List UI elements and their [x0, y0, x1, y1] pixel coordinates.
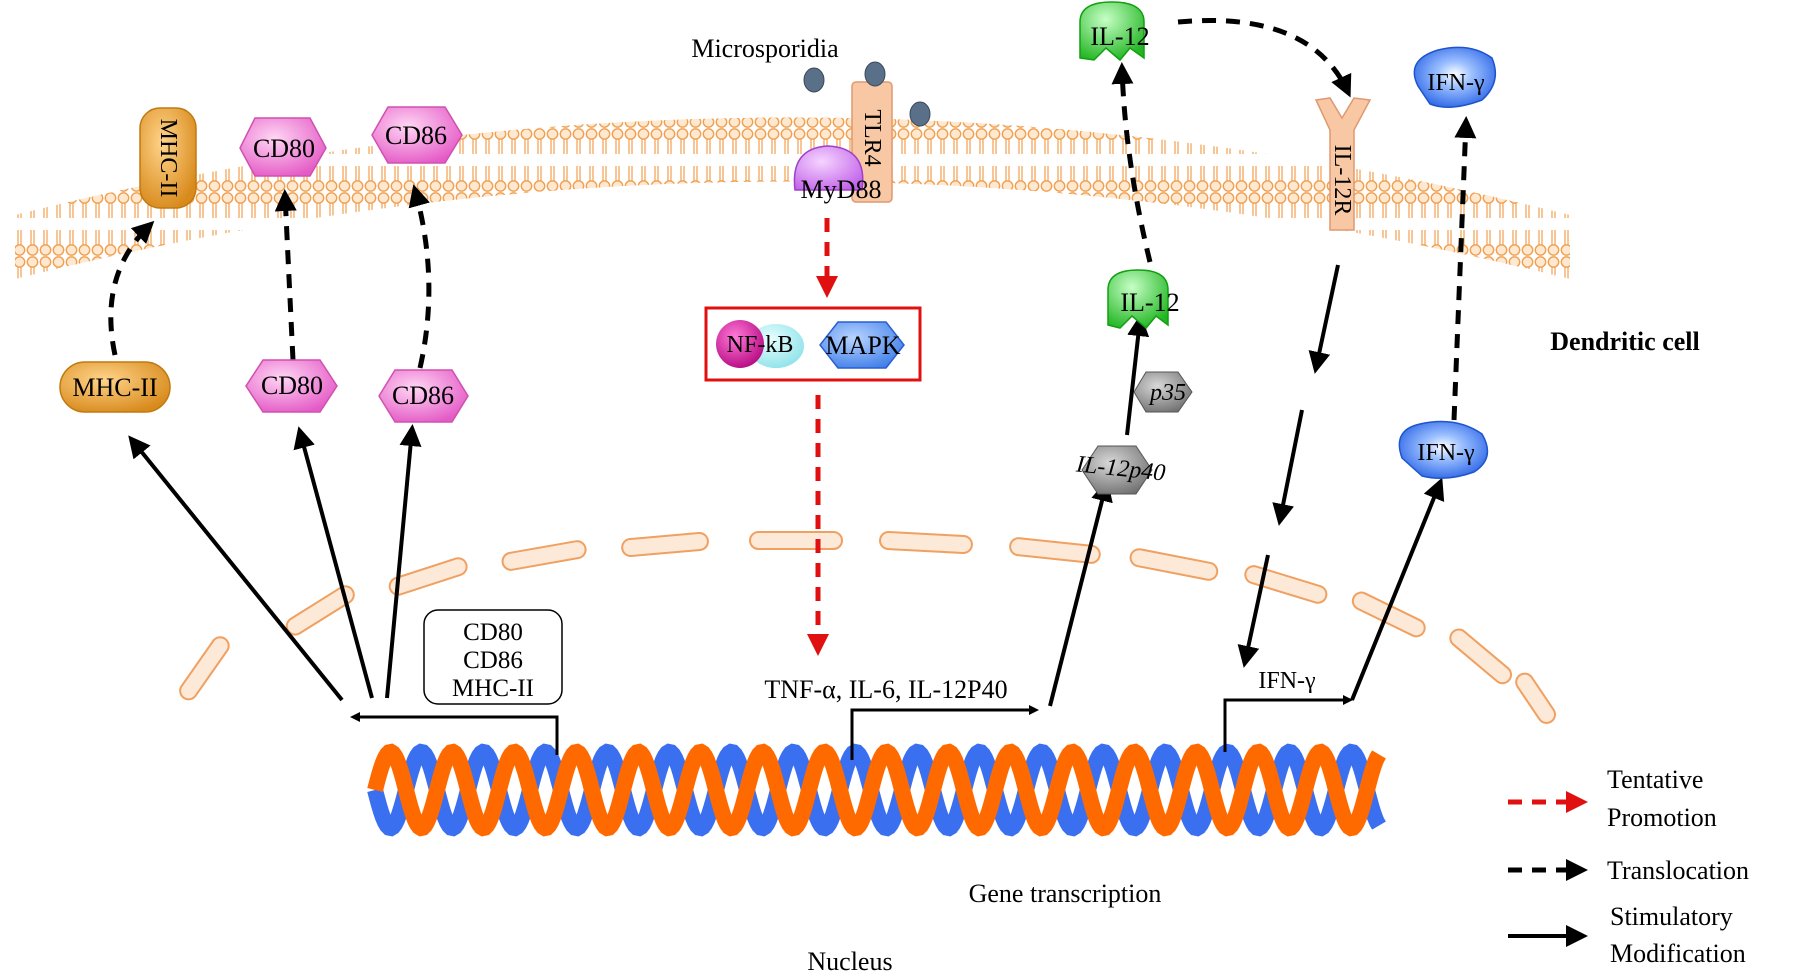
svg-text:CD86: CD86: [385, 121, 447, 150]
svg-text:MAPK: MAPK: [825, 331, 900, 360]
il12r-signal-arrows: [1237, 264, 1340, 668]
arrow-ifng-to-surface: [1451, 116, 1477, 421]
arrow-cd86-to-membrane: [408, 184, 432, 369]
dendritic-cell-label: Dendritic cell: [1550, 327, 1699, 356]
il12-cytoplasm: IL-12: [1107, 269, 1180, 330]
svg-text:p35: p35: [1148, 380, 1186, 406]
dna-strand-orange: [367, 743, 1386, 837]
svg-text:Modification: Modification: [1610, 939, 1746, 968]
legend: Tentative Promotion Translocation Stimul…: [1508, 765, 1749, 968]
il12p40-subunit: IL-12p40: [1074, 445, 1167, 495]
arrow-to-ifng-mid: [1350, 477, 1445, 701]
mhc-ii-cytoplasm: MHC-II: [59, 361, 171, 413]
svg-text:MyD88: MyD88: [801, 175, 882, 204]
transcription-arrows: [350, 695, 1353, 760]
cd86-cytoplasm: CD86: [378, 369, 469, 423]
svg-text:IFN-γ: IFN-γ: [1427, 70, 1485, 96]
dna-double-helix: [367, 743, 1386, 837]
il12-secreted: IL-12: [1079, 1, 1150, 62]
costim-gene-box: CD80 CD86 MHC-II: [423, 609, 563, 705]
box-line-cd80: CD80: [463, 619, 523, 646]
nuclear-envelope: [179, 531, 1556, 724]
nfkb-complex: NF-kB: [716, 320, 804, 368]
svg-text:IFN-γ: IFN-γ: [1417, 440, 1475, 466]
gene-transcription-label: Gene transcription: [969, 879, 1162, 908]
mapk-kinase: MAPK: [819, 321, 905, 369]
cd80-membrane: CD80: [239, 117, 327, 177]
arrow-il12-to-surface: [1111, 62, 1153, 263]
nucleus-label: Nucleus: [807, 947, 892, 974]
arrow-to-cd80-cyto: [293, 426, 374, 699]
arrow-cd80-to-membrane: [274, 189, 297, 361]
svg-text:CD80: CD80: [261, 371, 323, 400]
arrow-to-cd86-cyto: [385, 424, 422, 699]
transcription-arrow-ifng: [1223, 695, 1353, 752]
svg-text:NF-kB: NF-kB: [727, 332, 794, 358]
svg-text:TLR4: TLR4: [859, 109, 885, 166]
legend-item-translocation: Translocation: [1508, 856, 1749, 885]
myd88-adapter: MyD88: [793, 145, 882, 204]
svg-text:CD80: CD80: [253, 134, 315, 163]
mhc-ii-membrane: MHC-II: [139, 107, 197, 209]
arrow-to-il12p40: [1048, 479, 1113, 707]
p35-subunit: p35: [1133, 371, 1193, 413]
box-line-mhc: MHC-II: [452, 675, 534, 702]
box-line-cd86: CD86: [463, 647, 523, 674]
stimulatory-arrows: [128, 314, 1445, 707]
ifng-cytoplasm: IFN-γ: [1398, 420, 1489, 479]
svg-text:MHC-II: MHC-II: [155, 119, 181, 198]
svg-text:Translocation: Translocation: [1607, 856, 1749, 885]
svg-text:IL-12: IL-12: [1090, 22, 1149, 51]
cd86-membrane: CD86: [371, 106, 463, 164]
svg-text:Promotion: Promotion: [1607, 803, 1717, 832]
cd80-cytoplasm: CD80: [245, 359, 338, 413]
legend-item-tentative: Tentative Promotion: [1508, 765, 1717, 832]
tentative-arrows: [807, 218, 838, 656]
arrow-mhc-to-membrane: [108, 220, 155, 356]
svg-text:Tentative: Tentative: [1607, 765, 1703, 794]
svg-text:Stimulatory: Stimulatory: [1610, 902, 1733, 931]
arrow-to-mhc-cyto: [128, 435, 344, 702]
microsporidia-particles: [803, 61, 931, 127]
nfkb-mapk-box: NF-kB MAPK: [704, 306, 922, 382]
svg-text:IL-12p40: IL-12p40: [1074, 451, 1167, 486]
microsporidia-label: Microsporidia: [691, 34, 839, 63]
svg-text:IL-12R: IL-12R: [1329, 145, 1355, 216]
svg-text:IL-12: IL-12: [1120, 288, 1179, 317]
arrow-p40-to-il12: [1125, 314, 1150, 436]
svg-text:MHC-II: MHC-II: [72, 373, 157, 402]
transcription-arrow-costim: [350, 712, 559, 755]
arrow-il12-to-receptor: [1177, 17, 1352, 98]
ifng-secreted: IFN-γ: [1413, 46, 1497, 108]
ifng-gene-label: IFN-γ: [1258, 668, 1316, 694]
svg-text:CD86: CD86: [392, 381, 454, 410]
cytokines-gene-label: TNF-α, IL-6, IL-12P40: [764, 675, 1007, 704]
legend-item-stimulatory: Stimulatory Modification: [1508, 902, 1746, 968]
il12r-receptor: IL-12R: [1314, 97, 1372, 231]
translocation-arrows: [108, 17, 1477, 421]
transcription-arrow-cytokines: [850, 705, 1039, 760]
